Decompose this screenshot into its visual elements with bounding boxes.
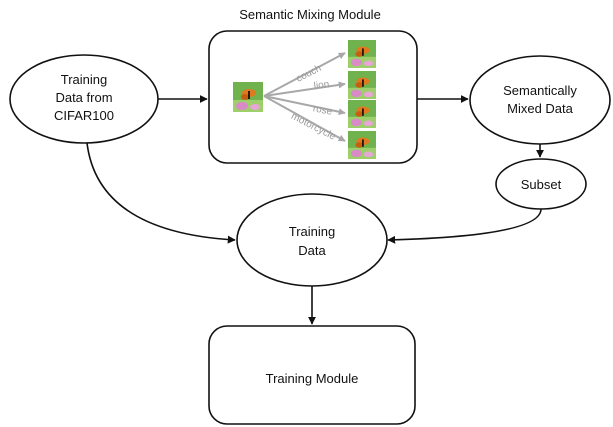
node-subset-label: Subset	[521, 177, 562, 192]
label-rose: rose	[312, 103, 334, 118]
mix-arrow-motorcycle	[263, 95, 346, 142]
node-training-module-label: Training Module	[266, 371, 359, 386]
edge-subset-to-training-data	[387, 208, 542, 244]
node-mixed-data-line1: Semantically	[503, 83, 577, 98]
node-training-module	[208, 325, 416, 425]
module-title: Semantic Mixing Module	[239, 7, 381, 22]
mixed-image-motorcycle-icon	[348, 131, 376, 159]
node-mixed-data-line2: Mixed Data	[507, 101, 574, 116]
node-mixed-data	[469, 55, 611, 145]
edge-cifar-to-training-data	[86, 142, 236, 244]
node-training-data-cifar-line3: CIFAR100	[54, 108, 114, 123]
mix-arrow-rose	[263, 95, 346, 116]
node-training-data	[236, 193, 388, 287]
node-training-data-line2: Data	[298, 243, 326, 258]
node-training-data-line1: Training	[289, 224, 335, 239]
edges	[86, 95, 544, 325]
mix-arrow-couch	[263, 52, 346, 97]
mixed-image-rose-icon	[348, 100, 376, 128]
mixed-image-couch-icon	[348, 40, 376, 68]
mixed-image-lion-icon	[348, 71, 376, 99]
butterfly-image-icon	[233, 82, 263, 112]
label-lion: lion	[313, 79, 330, 92]
node-training-data-cifar-line1: Training	[61, 72, 107, 87]
mixing-arrows	[263, 52, 346, 142]
node-training-data-cifar-line2: Data from	[55, 90, 112, 105]
mix-arrow-lion	[263, 81, 346, 97]
